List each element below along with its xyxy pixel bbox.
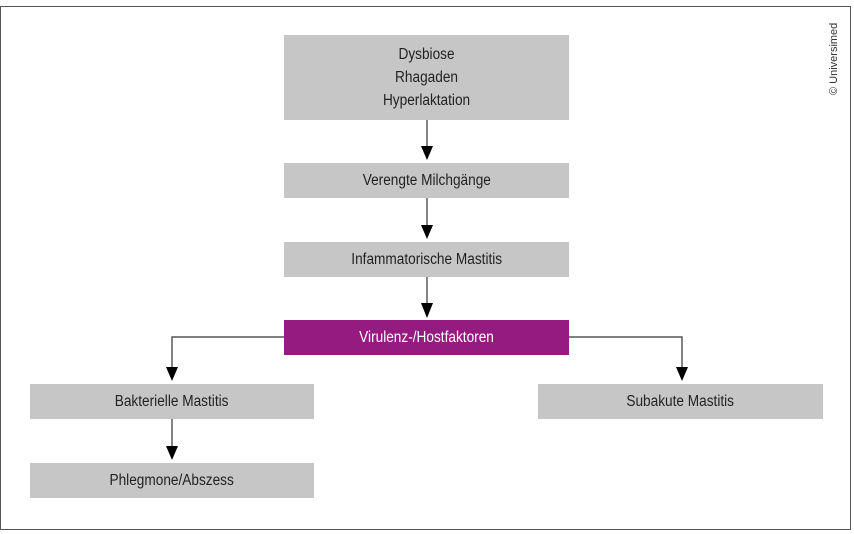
node-subacute-mastitis: Subakute Mastitis	[538, 384, 823, 419]
arrow-factors-to-subacute	[569, 336, 683, 367]
node-label: Bakterielle Mastitis	[115, 393, 229, 410]
node-narrowed-ducts: Verengte Milchgänge	[284, 163, 569, 198]
diagram-frame	[0, 6, 851, 530]
arrowhead	[421, 303, 433, 318]
arrowhead	[166, 446, 178, 460]
node-inflammatory-mastitis: Infammatorische Mastitis	[284, 242, 569, 277]
arrowhead	[421, 225, 433, 239]
node-label: Verengte Milchgänge	[362, 172, 491, 189]
node-label: Subakute Mastitis	[626, 393, 735, 410]
copyright-notice: © Universimed	[828, 22, 840, 95]
arrow-factors-to-bacterial	[171, 336, 284, 367]
arrowhead	[421, 146, 433, 160]
node-bacterial-mastitis: Bakterielle Mastitis	[30, 384, 314, 419]
node-causes: Dysbiose Rhagaden Hyperlaktation	[284, 35, 569, 120]
node-label: Virulenz-/Hostfaktoren	[359, 329, 494, 346]
node-label: Phlegmone/Abszess	[109, 472, 235, 489]
node-label: Infammatorische Mastitis	[351, 251, 502, 268]
node-label: Dysbiose Rhagaden Hyperlaktation	[382, 46, 471, 109]
arrowhead	[676, 367, 688, 381]
node-virulence-host-factors: Virulenz-/Hostfaktoren	[284, 320, 569, 355]
node-phlegmone-abscess: Phlegmone/Abszess	[30, 463, 314, 498]
arrowhead	[166, 367, 178, 381]
